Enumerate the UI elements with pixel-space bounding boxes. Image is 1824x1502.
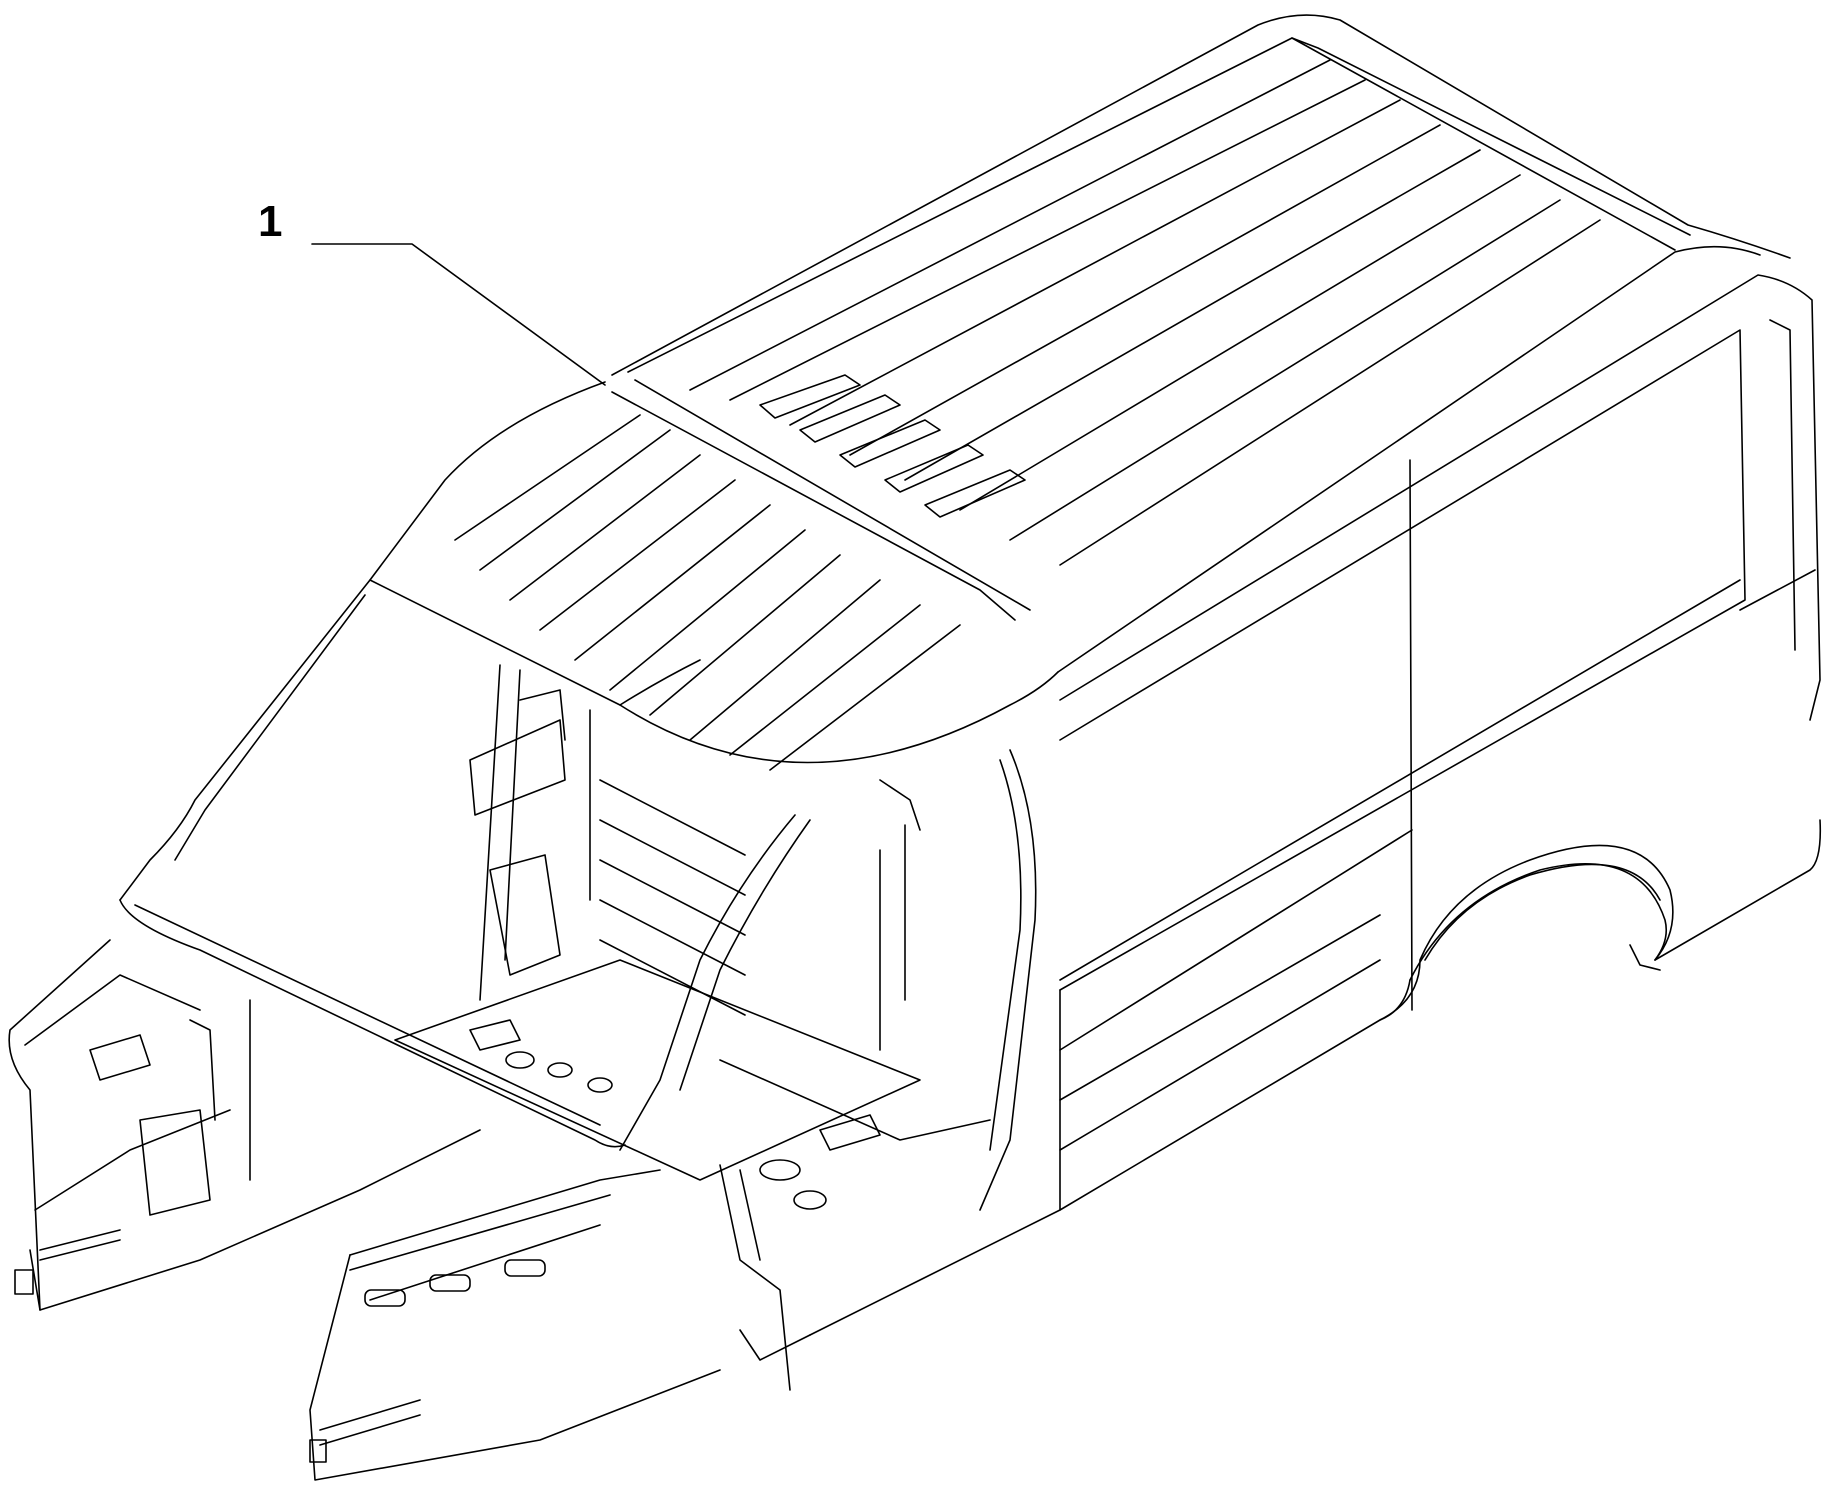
front-left-structure: [9, 940, 480, 1310]
side-panel: [810, 275, 1820, 1335]
cab-floor: [395, 960, 990, 1209]
cab-interior: [470, 665, 745, 1015]
rear-wheel-arch: [1410, 864, 1666, 980]
windshield-frame: [120, 580, 810, 1150]
callout-leader-line: [312, 244, 605, 385]
callout-label-1: 1: [258, 197, 283, 246]
front-right-structure: [310, 1165, 810, 1480]
door-opening: [880, 750, 1036, 1210]
roof-panel: [370, 15, 1790, 770]
